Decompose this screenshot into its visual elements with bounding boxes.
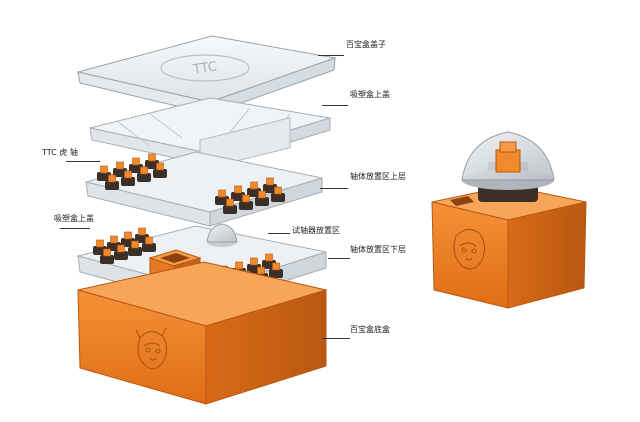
- leader-tester-area: [268, 233, 290, 234]
- tiger-emblem-icon: [453, 228, 486, 270]
- switch-upper-right: [223, 198, 237, 214]
- leader-tray-upper-cover: [322, 105, 348, 106]
- label-box-base: 百宝盒底盒: [350, 325, 390, 334]
- switch-lower-left: [128, 240, 142, 256]
- label-lower-switch-area: 轴体放置区下层: [350, 245, 406, 254]
- assembled-tester: [431, 131, 587, 309]
- switch-upper-left: [105, 174, 119, 190]
- leader-upper-switch-area: [320, 188, 348, 189]
- leader-lower-switch-area: [328, 258, 350, 259]
- switch-upper-right: [263, 177, 277, 193]
- box-base: [77, 261, 328, 405]
- lid-logo: TTC: [191, 59, 218, 77]
- label-upper-switch-area: 轴体放置区上层: [350, 172, 406, 181]
- switch-upper-left: [113, 161, 127, 177]
- switch-upper-left: [121, 170, 135, 186]
- switch-upper-right: [231, 185, 245, 201]
- tester-dome-small: [206, 223, 238, 247]
- switch-upper-left: [137, 166, 151, 182]
- switch-upper-left: [129, 157, 143, 173]
- leader-box-base: [322, 338, 350, 339]
- leader-tray-upper-cover-2: [60, 228, 90, 229]
- switch-upper-right: [239, 194, 253, 210]
- leader-lid: [318, 55, 344, 56]
- switch-upper-left: [97, 165, 111, 181]
- switch-upper-right: [247, 181, 261, 197]
- switch-lower-left: [114, 244, 128, 260]
- label-lid: 百宝盒盖子: [346, 40, 386, 49]
- switch-lower-left: [100, 248, 114, 264]
- label-tester-area: 试轴器放置区: [292, 226, 340, 235]
- switch-lower-right: [269, 262, 283, 278]
- switch-upper-right: [271, 186, 285, 202]
- label-ttc-tiger-switch: TTC 虎 轴: [42, 148, 78, 157]
- label-tray-upper-cover-2: 吸塑盒上盖: [54, 214, 94, 223]
- label-tray-upper-cover: 吸塑盒上盖: [350, 90, 390, 99]
- upper-switch-layer: [85, 151, 323, 227]
- tiger-emblem-icon: [135, 327, 168, 370]
- leader-ttc-tiger-switch: [66, 161, 100, 162]
- switch-upper-right: [255, 190, 269, 206]
- switch-upper-left: [145, 153, 159, 169]
- switch-upper-right: [215, 189, 229, 205]
- switch-upper-left: [153, 162, 167, 178]
- switch-lower-left: [142, 236, 156, 252]
- lid: TTC: [77, 35, 337, 115]
